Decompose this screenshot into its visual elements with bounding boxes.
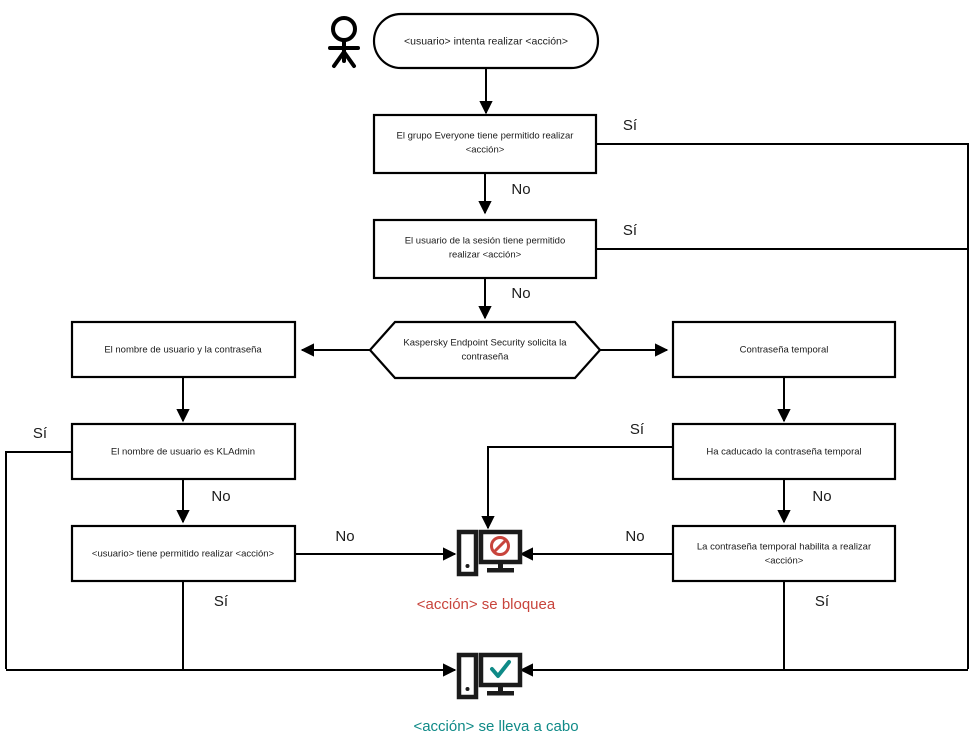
edge-label-user-allowed-no: No <box>335 528 354 545</box>
edge-label-temp-enables-no: No <box>625 528 644 545</box>
edge-kladmin-yes <box>5 451 72 669</box>
monitor-blocked-icon <box>456 529 523 577</box>
node-temp-enables-label-line2: <acción> <box>765 556 804 567</box>
edge-label-kladmin-no: No <box>211 488 230 505</box>
node-user-password-label: El nombre de usuario y la contraseña <box>104 345 262 356</box>
outcome-allowed-label: <acción> se lleva a cabo <box>413 718 578 735</box>
node-everyone-label-line1: El grupo Everyone tiene permitido realiz… <box>397 131 574 142</box>
edge-label-temp-enables-yes: Sí <box>815 593 830 610</box>
outcome-blocked-label: <acción> se bloquea <box>417 596 556 613</box>
node-everyone-label-line2: <acción> <box>466 145 505 156</box>
node-session-user-label-line1: El usuario de la sesión tiene permitido <box>405 236 566 247</box>
node-start-label: <usuario> intenta realizar <acción> <box>404 35 568 47</box>
edge-label-temp-expired-yes: Sí <box>630 421 645 438</box>
edge-everyone-yes <box>596 143 969 669</box>
edge-label-everyone-no: No <box>511 181 530 198</box>
edge-temp-expired-yes <box>481 446 673 530</box>
edge-label-everyone-yes: Sí <box>623 117 638 134</box>
edge-label-session-yes: Sí <box>623 222 638 239</box>
edge-label-user-allowed-yes: Sí <box>214 593 229 610</box>
edge-label-temp-expired-no: No <box>812 488 831 505</box>
edge-label-kladmin-yes: Sí <box>33 425 48 442</box>
node-session-user-label-line2: realizar <acción> <box>449 250 522 261</box>
node-kes-prompt <box>368 320 602 380</box>
node-is-kladmin <box>70 422 297 481</box>
monitor-check-icon <box>456 652 523 700</box>
node-user-allowed-label: <usuario> tiene permitido realizar <acci… <box>92 549 275 560</box>
node-is-kladmin-label: El nombre de usuario es KLAdmin <box>111 447 255 458</box>
node-everyone <box>372 113 598 175</box>
node-kes-prompt-label-line2: contraseña <box>461 352 509 363</box>
user-actor-icon <box>328 16 360 68</box>
node-user-allowed <box>70 524 297 583</box>
node-temp-password-label: Contraseña temporal <box>740 345 829 356</box>
node-temp-enables-label-line1: La contraseña temporal habilita a realiz… <box>697 542 871 553</box>
node-temp-expired-label: Ha caducado la contraseña temporal <box>706 447 861 458</box>
edge-label-session-no: No <box>511 285 530 302</box>
node-temp-enables <box>671 524 897 583</box>
node-kes-prompt-label-line1: Kaspersky Endpoint Security solicita la <box>403 338 567 349</box>
